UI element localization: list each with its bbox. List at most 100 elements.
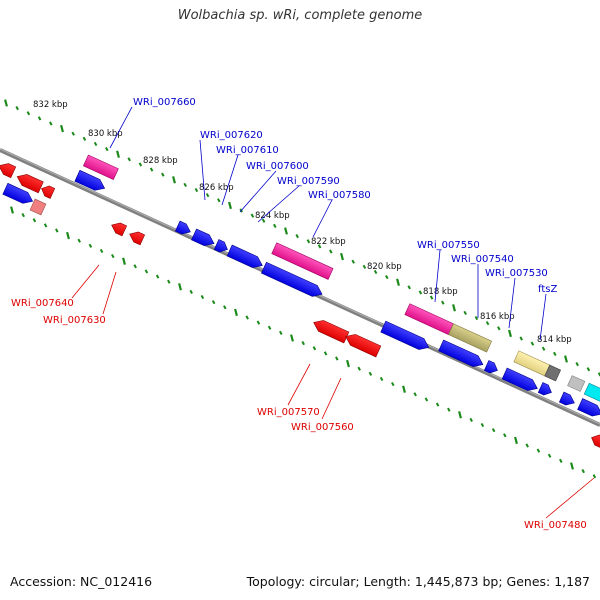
cds-forward-arrow[interactable] (226, 244, 265, 271)
cds-forward-arrow[interactable] (261, 261, 324, 300)
kbp-label: 826 kbp (199, 183, 234, 193)
cds-forward-arrow[interactable] (380, 320, 431, 353)
cds-forward-arrow[interactable] (501, 367, 540, 394)
cds-reverse-arrow[interactable] (589, 433, 600, 448)
major-tick (228, 201, 232, 210)
gene-label-WRi_007610[interactable]: WRi_007610 (216, 145, 279, 156)
cds-reverse-arrow[interactable] (39, 184, 56, 199)
minor-tick (485, 321, 490, 326)
cds-forward-arrow[interactable] (2, 182, 35, 206)
forward-cds-track[interactable] (2, 169, 600, 420)
minor-tick (15, 106, 19, 111)
minor-tick (368, 371, 373, 376)
minor-tick (301, 341, 305, 346)
cds-reverse-arrow[interactable] (311, 317, 350, 344)
gene-feature[interactable] (567, 375, 586, 392)
gene-label-WRi_007660[interactable]: WRi_007660 (133, 97, 196, 108)
minor-tick (26, 111, 31, 116)
cds-forward-arrow[interactable] (174, 220, 192, 237)
gene-feature[interactable] (29, 198, 47, 216)
cds-reverse-arrow[interactable] (343, 331, 382, 358)
gene-label-WRi_007480[interactable]: WRi_007480 (524, 520, 587, 531)
minor-tick (480, 422, 485, 428)
reverse-gene-labels: WRi_007640 WRi_007630 WRi_007570 WRi_007… (11, 264, 595, 531)
minor-tick (205, 193, 210, 198)
gene-feature[interactable] (404, 303, 454, 336)
minor-tick (88, 243, 93, 248)
accession-text: Accession: NC_012416 (10, 574, 153, 589)
minor-tick (418, 290, 423, 295)
minor-tick (536, 448, 541, 453)
major-tick (234, 308, 238, 317)
cds-reverse-arrow[interactable] (0, 160, 17, 179)
major-tick (290, 334, 294, 342)
minor-tick (491, 428, 496, 433)
gene-label-WRi_007560[interactable]: WRi_007560 (291, 422, 354, 433)
kbp-label: 830 kbp (88, 129, 123, 139)
gene-feature[interactable] (82, 154, 119, 181)
major-tick (340, 252, 344, 261)
major-tick (346, 359, 350, 368)
major-tick (116, 150, 120, 158)
gene-label-WRi_007630[interactable]: WRi_007630 (43, 315, 106, 326)
minor-tick (138, 162, 143, 167)
minor-tick (329, 249, 333, 254)
kbp-label: 828 kbp (143, 156, 178, 166)
cds-forward-arrow[interactable] (74, 169, 107, 193)
kbp-label: 818 kbp (423, 287, 458, 297)
cds-forward-arrow[interactable] (537, 382, 553, 398)
gene-feature[interactable] (448, 323, 493, 353)
gene-label-WRi_007590[interactable]: WRi_007590 (277, 176, 340, 187)
minor-tick (200, 294, 205, 300)
cds-reverse-arrow[interactable] (109, 220, 128, 237)
minor-tick (530, 341, 535, 346)
minor-tick (391, 381, 395, 387)
cds-forward-arrow[interactable] (213, 239, 229, 255)
gene-label-WRi_007600[interactable]: WRi_007600 (246, 161, 309, 172)
kbp-label: 824 kbp (255, 211, 290, 221)
minor-tick (99, 248, 104, 254)
gene-feature[interactable] (544, 364, 562, 382)
minor-tick (586, 367, 591, 372)
cds-reverse-arrow[interactable] (127, 229, 146, 246)
minor-tick (429, 295, 434, 300)
gene-label-WRi_007580[interactable]: WRi_007580 (308, 190, 371, 201)
minor-tick (32, 218, 37, 223)
gene-label-ftsZ[interactable]: ftsZ (538, 284, 557, 295)
cds-reverse-arrow[interactable] (15, 171, 44, 194)
cds-forward-arrow[interactable] (438, 339, 486, 370)
minor-tick (105, 146, 109, 152)
cds-forward-arrow[interactable] (191, 228, 217, 249)
minor-tick (306, 239, 311, 244)
gene-feature[interactable] (271, 242, 334, 280)
gene-label-WRi_007620[interactable]: WRi_007620 (200, 130, 263, 141)
minor-tick (424, 397, 429, 402)
reverse-cds-track[interactable] (0, 160, 600, 448)
cds-forward-arrow[interactable] (558, 391, 576, 408)
gene-label-WRi_007550[interactable]: WRi_007550 (417, 240, 480, 251)
upper-tick-row (4, 99, 600, 377)
feature-track-upper[interactable] (82, 154, 600, 403)
major-tick (514, 436, 518, 445)
minor-tick (295, 234, 299, 239)
minor-tick (273, 223, 277, 228)
gene-label-WRi_007540[interactable]: WRi_007540 (451, 254, 514, 265)
forward-gene-labels: WRi_007660 WRi_007620 WRi_007610 WRi_007… (109, 97, 557, 341)
minor-tick (312, 346, 317, 351)
gene-label-WRi_007640[interactable]: WRi_007640 (11, 298, 74, 309)
minor-tick (317, 244, 322, 249)
gene-feature[interactable] (513, 350, 551, 377)
major-tick (122, 257, 126, 265)
cds-forward-arrow[interactable] (577, 398, 600, 420)
gene-label-WRi_007530[interactable]: WRi_007530 (485, 268, 548, 279)
gene-feature[interactable] (583, 382, 600, 403)
minor-tick (581, 469, 585, 474)
minor-tick (279, 330, 283, 335)
cds-forward-arrow[interactable] (483, 360, 499, 376)
minor-tick (194, 187, 199, 193)
minor-tick (111, 253, 115, 259)
gene-label-WRi_007570[interactable]: WRi_007570 (257, 407, 320, 418)
minor-tick (71, 131, 75, 136)
minor-tick (256, 320, 261, 325)
